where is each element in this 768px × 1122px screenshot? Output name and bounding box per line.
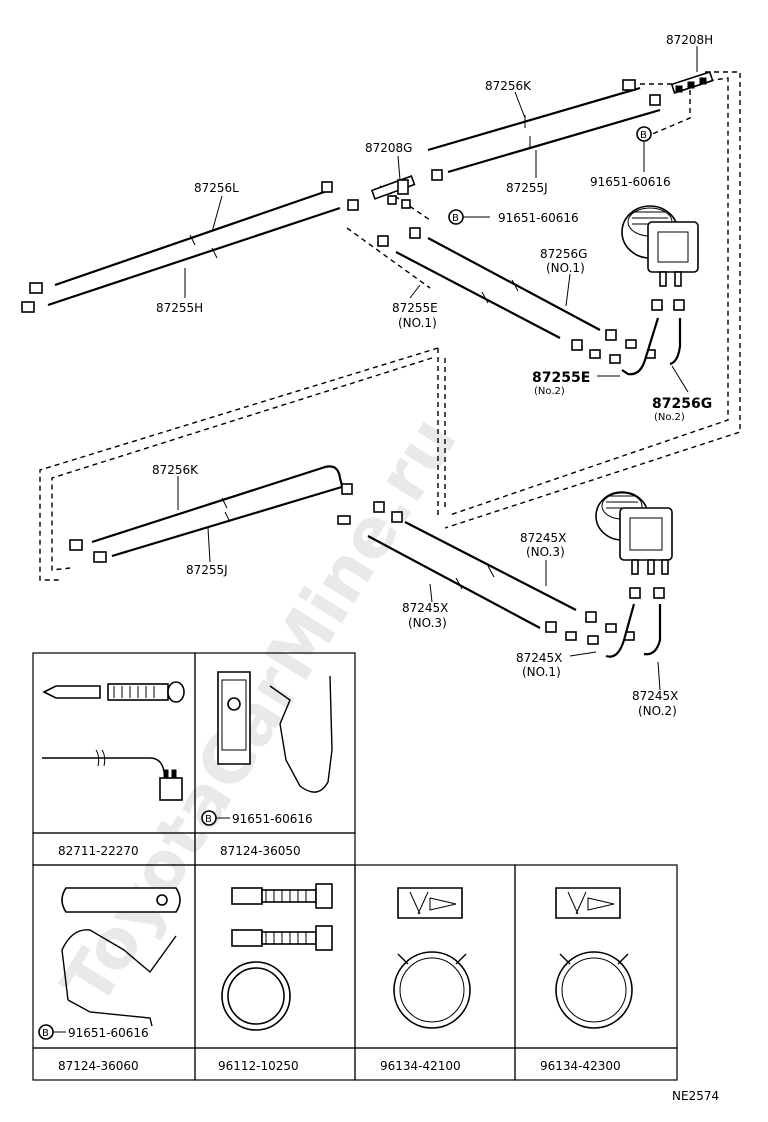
label-91651-b: 91651-60616 — [498, 211, 579, 225]
label-91651-a: 91651-60616 — [590, 175, 671, 189]
label-87256l: 87256L — [194, 181, 239, 195]
label-87256g-no2: 87256G — [652, 396, 712, 412]
clips-lower — [69, 483, 635, 645]
label-87245x-no3-b: 87245X — [402, 601, 448, 615]
washer-pump-upper — [621, 205, 699, 311]
part-number-96134-42100: 96134-42100 — [380, 1059, 461, 1073]
svg-text:B: B — [205, 814, 212, 825]
label-87245x-no1: 87245X — [516, 651, 562, 665]
label-87245x-no3-a: 87245X — [520, 531, 566, 545]
label-87256g-no2-sub: (No.2) — [654, 412, 685, 423]
svg-text:B: B — [452, 213, 459, 224]
clips-upper — [21, 79, 661, 364]
label-87256g-no1: 87256G — [540, 247, 587, 261]
connector-87208h — [670, 71, 714, 94]
label-87255e-no1-sub: (NO.1) — [398, 316, 437, 330]
upper-assembly: B B 87208H 87256K 87208G 91651-60616 872… — [21, 33, 741, 529]
label-87245x-no3-b-sub: (NO.3) — [408, 616, 447, 630]
part-drawing-82711-22270 — [42, 681, 185, 801]
lower-assembly: 87256K 87255J 87245X (NO.3) 87245X (NO.3… — [39, 347, 678, 718]
note-91651-cell2: 91651-60616 — [232, 812, 313, 826]
label-87245x-no3-a-sub: (NO.3) — [526, 545, 565, 559]
label-87255e-no2-sub: (No.2) — [534, 386, 565, 397]
label-87255h: 87255H — [156, 301, 203, 315]
label-87255j-lower: 87255J — [186, 563, 228, 577]
part-number-96112-10250: 96112-10250 — [218, 1059, 299, 1073]
label-87256g-no1-sub: (NO.1) — [546, 261, 585, 275]
part-drawing-96112-10250 — [221, 883, 333, 1031]
svg-text:B: B — [640, 130, 647, 141]
part-drawing-87124-36060: B 91651-60616 — [38, 887, 181, 1040]
part-drawing-87124-36050: B 91651-60616 — [201, 671, 333, 826]
diagram-code: NE2574 — [672, 1089, 719, 1103]
label-87245x-no1-sub: (NO.1) — [522, 665, 561, 679]
washer-pump-lower — [595, 491, 673, 599]
part-drawing-96134-42300 — [555, 887, 633, 1029]
part-number-87124-36060: 87124-36060 — [58, 1059, 139, 1073]
part-number-82711-22270: 82711-22270 — [58, 844, 139, 858]
label-87256k: 87256K — [485, 79, 532, 93]
note-91651-cell3: 91651-60616 — [68, 1026, 149, 1040]
label-87245x-no2: 87245X — [632, 689, 678, 703]
svg-text:B: B — [42, 1028, 49, 1039]
part-drawing-96134-42100 — [393, 887, 471, 1029]
label-87245x-no2-sub: (NO.2) — [638, 704, 677, 718]
label-87255j: 87255J — [506, 181, 548, 195]
label-87208g: 87208G — [365, 141, 412, 155]
connector-87208g — [370, 175, 416, 209]
part-number-87124-36050: 87124-36050 — [220, 844, 301, 858]
label-87208h: 87208H — [666, 33, 713, 47]
parts-table: B 91651-60616 B 91651-60616 — [32, 652, 678, 1081]
part-number-96134-42300: 96134-42300 — [540, 1059, 621, 1073]
label-87255e-no1: 87255E — [392, 301, 438, 315]
label-87255e-no2: 87255E — [532, 370, 590, 386]
label-87256k-lower: 87256K — [152, 463, 199, 477]
